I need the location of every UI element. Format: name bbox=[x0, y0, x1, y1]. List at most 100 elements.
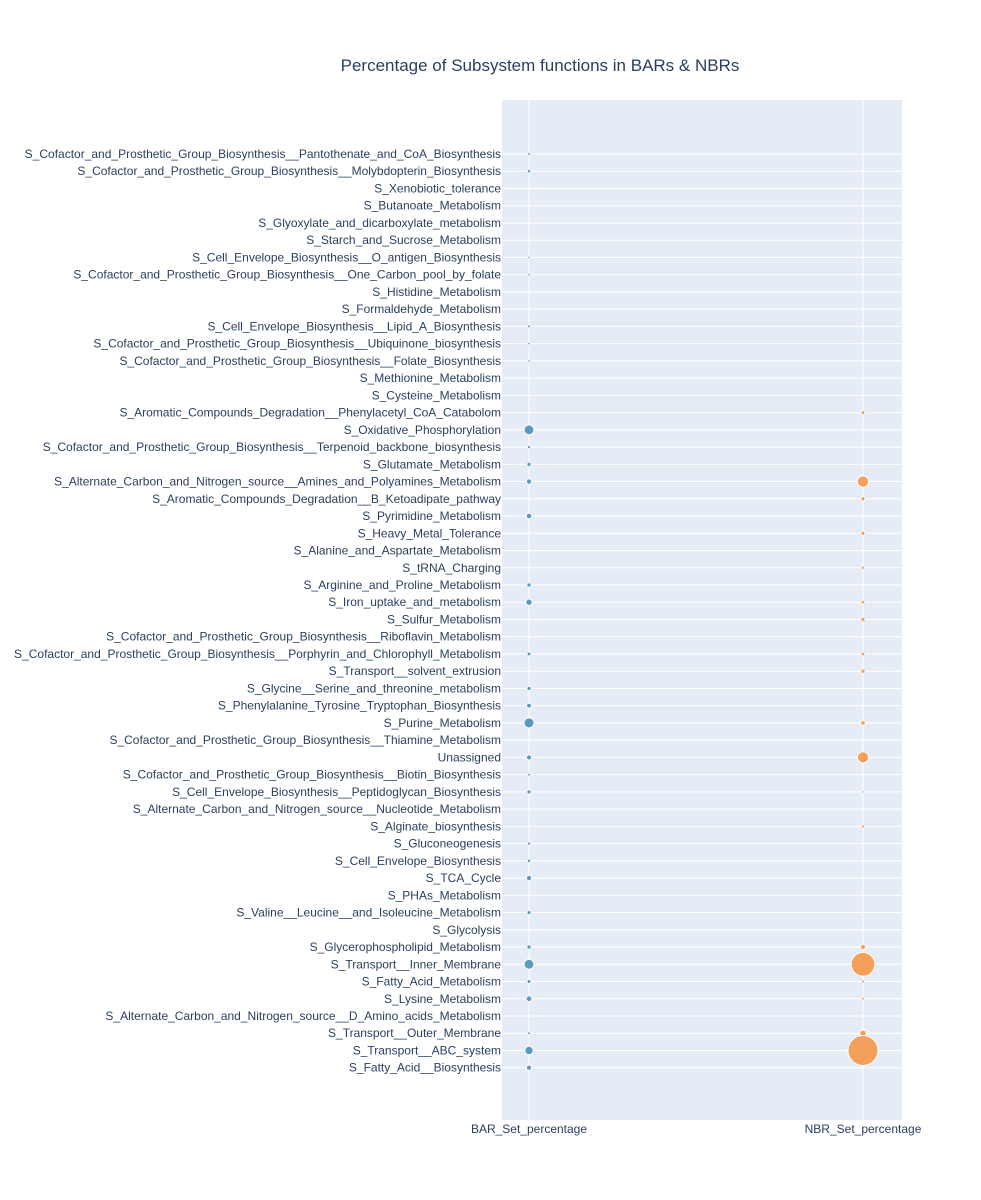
y-tick-label: S_Iron_uptake_and_metabolism bbox=[328, 595, 501, 609]
y-tick-label: S_PHAs_Metabolism bbox=[388, 888, 501, 902]
bubble-point[interactable] bbox=[525, 512, 533, 520]
bubble-point[interactable] bbox=[860, 669, 866, 674]
bubble-point[interactable] bbox=[524, 1045, 534, 1056]
y-tick-label: S_Cofactor_and_Prosthetic_Group_Biosynth… bbox=[109, 733, 501, 747]
bubble-point[interactable] bbox=[526, 789, 532, 795]
y-tick-label: S_Glycerophospholipid_Metabolism bbox=[310, 940, 501, 954]
y-tick-label: S_Pyrimidine_Metabolism bbox=[362, 509, 501, 523]
bubble-point[interactable] bbox=[861, 652, 865, 656]
bubble-point[interactable] bbox=[525, 874, 533, 882]
y-tick-label: S_Arginine_and_Proline_Metabolism bbox=[304, 578, 501, 592]
y-tick-label: S_Cofactor_and_Prosthetic_Group_Biosynth… bbox=[77, 164, 501, 178]
bubble-point[interactable] bbox=[527, 324, 531, 328]
bubble-point[interactable] bbox=[860, 530, 866, 536]
y-tick-label: S_Transport__ABC_system bbox=[353, 1043, 501, 1057]
y-tick-label: S_Aromatic_Compounds_Degradation__B_Keto… bbox=[152, 492, 501, 506]
bubble-point[interactable] bbox=[525, 478, 533, 485]
bubble-point[interactable] bbox=[526, 582, 532, 588]
y-tick-label: S_Alternate_Carbon_and_Nitrogen_source__… bbox=[54, 475, 501, 489]
plot-area bbox=[502, 100, 902, 1120]
bubble-point[interactable] bbox=[526, 944, 532, 950]
bubble-point[interactable] bbox=[859, 943, 867, 951]
bubble-point[interactable] bbox=[527, 652, 531, 656]
bubble-point[interactable] bbox=[860, 496, 866, 502]
bubble-point[interactable] bbox=[861, 600, 865, 605]
bubble-point[interactable] bbox=[527, 169, 531, 174]
y-tick-label: S_Fatty_Acid__Biosynthesis bbox=[349, 1061, 501, 1075]
y-tick-label: S_Alternate_Carbon_and_Nitrogen_source__… bbox=[105, 1009, 501, 1023]
bubble-point[interactable] bbox=[525, 754, 533, 761]
bubble-point[interactable] bbox=[523, 424, 535, 436]
bubble-point[interactable] bbox=[526, 462, 532, 467]
bubble-point[interactable] bbox=[527, 342, 531, 345]
bubble-point[interactable] bbox=[523, 958, 535, 970]
y-tick-label: S_Cofactor_and_Prosthetic_Group_Biosynth… bbox=[73, 268, 501, 282]
bubble-point[interactable] bbox=[527, 859, 531, 863]
y-tick-label: S_Cell_Envelope_Biosynthesis__O_antigen_… bbox=[192, 250, 501, 264]
bubble-point[interactable] bbox=[523, 717, 535, 729]
bubble-point[interactable] bbox=[860, 720, 866, 726]
bubble-point[interactable] bbox=[527, 359, 531, 363]
bubble-point[interactable] bbox=[525, 1064, 533, 1071]
y-tick-label: S_Sulfur_Metabolism bbox=[387, 612, 501, 626]
y-tick-label: S_Alternate_Carbon_and_Nitrogen_source__… bbox=[133, 802, 501, 816]
y-tick-label: S_Cell_Envelope_Biosynthesis bbox=[335, 854, 501, 868]
chart-title: Percentage of Subsystem functions in BAR… bbox=[341, 56, 740, 75]
bubble-point[interactable] bbox=[527, 445, 531, 449]
y-tick-label: S_Cofactor_and_Prosthetic_Group_Biosynth… bbox=[43, 440, 501, 454]
y-tick-label: S_Transport__Inner_Membrane bbox=[331, 957, 502, 971]
x-tick-label: NBR_Set_percentage bbox=[805, 1122, 922, 1136]
bubble-point[interactable] bbox=[860, 617, 866, 622]
bubble-point[interactable] bbox=[856, 475, 870, 488]
y-tick-label: S_Cell_Envelope_Biosynthesis__Peptidogly… bbox=[172, 785, 501, 799]
y-tick-label: S_Cysteine_Metabolism bbox=[372, 388, 501, 402]
bubble-point[interactable] bbox=[527, 841, 531, 846]
bubble-point[interactable] bbox=[861, 566, 865, 570]
bubble-point[interactable] bbox=[847, 1034, 879, 1066]
bubble-point[interactable] bbox=[527, 152, 531, 156]
y-tick-label: S_Cofactor_and_Prosthetic_Group_Biosynth… bbox=[119, 354, 501, 368]
y-tick-label: S_Purine_Metabolism bbox=[384, 716, 501, 730]
bubble-point[interactable] bbox=[860, 410, 866, 416]
y-tick-label: S_Xenobiotic_tolerance bbox=[374, 181, 501, 195]
y-tick-label: S_Phenylalanine_Tyrosine_Tryptophan_Bios… bbox=[218, 699, 501, 713]
y-tick-label: S_Histidine_Metabolism bbox=[372, 285, 501, 299]
x-tick-label: BAR_Set_percentage bbox=[471, 1122, 587, 1136]
y-tick-label: S_Methionine_Metabolism bbox=[360, 371, 501, 385]
bubble-point[interactable] bbox=[861, 979, 865, 984]
y-tick-label: S_Cofactor_and_Prosthetic_Group_Biosynth… bbox=[93, 337, 501, 351]
bubble-point[interactable] bbox=[861, 997, 865, 1001]
y-tick-label: S_Starch_and_Sucrose_Metabolism bbox=[306, 233, 501, 247]
tick-labels: BAR_Set_percentage NBR_Set_percentage S_Co… bbox=[14, 147, 922, 1136]
y-tick-label: S_Heavy_Metal_Tolerance bbox=[358, 526, 502, 540]
bubble-point[interactable] bbox=[526, 910, 532, 915]
y-tick-label: S_Aromatic_Compounds_Degradation__Phenyl… bbox=[119, 406, 501, 420]
bubble-point[interactable] bbox=[856, 751, 870, 764]
bubble-point[interactable] bbox=[527, 1031, 531, 1035]
bubble-point[interactable] bbox=[526, 978, 532, 985]
bubble-point[interactable] bbox=[861, 790, 865, 794]
bubble-point[interactable] bbox=[526, 702, 532, 709]
y-tick-label: Unassigned bbox=[438, 750, 501, 764]
bubble-point[interactable] bbox=[527, 256, 531, 259]
bubble-point[interactable] bbox=[527, 273, 531, 276]
bubble-point[interactable] bbox=[525, 598, 533, 606]
y-tick-label: S_Cofactor_and_Prosthetic_Group_Biosynth… bbox=[14, 647, 501, 661]
y-tick-label: S_Cofactor_and_Prosthetic_Group_Biosynth… bbox=[123, 768, 501, 782]
bubble-point[interactable] bbox=[527, 773, 531, 777]
data-points bbox=[523, 152, 879, 1071]
y-tick-label: S_tRNA_Charging bbox=[402, 561, 501, 575]
bubble-point[interactable] bbox=[850, 951, 876, 977]
y-tick-label: S_Glutamate_Metabolism bbox=[363, 457, 501, 471]
bubble-point[interactable] bbox=[526, 685, 532, 692]
y-tick-label: S_Fatty_Acid_Metabolism bbox=[362, 975, 501, 989]
bubble-point[interactable] bbox=[525, 995, 533, 1003]
bubble-point[interactable] bbox=[861, 824, 865, 828]
y-tick-label: S_Cofactor_and_Prosthetic_Group_Biosynth… bbox=[25, 147, 501, 161]
y-tick-label: S_Transport__solvent_extrusion bbox=[329, 664, 501, 678]
y-tick-label: S_Cofactor_and_Prosthetic_Group_Biosynth… bbox=[106, 630, 501, 644]
y-tick-label: S_Alanine_and_Aspartate_Metabolism bbox=[294, 544, 501, 558]
y-tick-label: S_Glyoxylate_and_dicarboxylate_metabolis… bbox=[258, 216, 501, 230]
